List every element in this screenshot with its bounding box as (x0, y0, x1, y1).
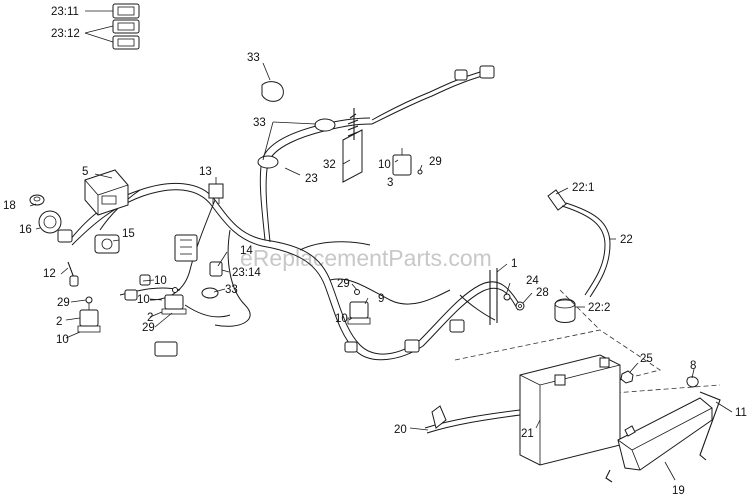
battery-cable (547, 189, 611, 298)
label-25: 25 (640, 353, 653, 365)
wiring-harness (69, 71, 521, 361)
label-23: 23 (305, 173, 318, 185)
key-cap (29, 194, 45, 206)
label-23-14: 23:14 (232, 267, 261, 279)
posts (489, 268, 498, 325)
label-19: 19 (672, 485, 685, 497)
label-24: 24 (526, 275, 539, 287)
label-8: 8 (690, 360, 696, 372)
label-10-a: 10 (56, 334, 69, 346)
leader-lines (29, 62, 733, 481)
label-33-low: 33 (225, 284, 238, 296)
plug-connector (154, 341, 178, 357)
switch-assembly (94, 234, 120, 254)
label-11: 11 (735, 407, 747, 419)
harness-connector-top (454, 65, 495, 81)
callout-labels: 23:11 23:12 33 33 33 5 13 18 16 15 12 29… (3, 6, 747, 497)
label-10-b: 10 (137, 294, 150, 306)
clip (686, 376, 699, 388)
label-15: 15 (122, 228, 135, 240)
switch-9 (347, 289, 371, 325)
label-9: 9 (378, 293, 384, 305)
label-10-e: 10 (335, 313, 348, 325)
label-22-2: 22:2 (588, 302, 610, 314)
watermark-text: eReplacementParts.com (240, 245, 492, 271)
label-16: 16 (19, 224, 32, 236)
label-23-11: 23:11 (51, 6, 79, 18)
terminal-boot (554, 298, 576, 323)
label-1: 1 (511, 258, 517, 270)
label-21: 21 (521, 428, 534, 440)
label-23-12: 23:12 (51, 28, 80, 40)
nut (620, 370, 634, 384)
label-22-1: 22:1 (572, 182, 594, 194)
label-10-d: 10 (378, 159, 391, 171)
label-20: 20 (394, 424, 407, 436)
connector-inset (84, 3, 140, 50)
label-2-a: 2 (56, 316, 62, 328)
fasteners (503, 293, 525, 311)
label-29-b: 29 (142, 322, 155, 334)
sensor (67, 261, 79, 287)
label-14: 14 (240, 245, 253, 257)
label-29-a: 29 (57, 297, 70, 309)
retainer-rod (605, 391, 721, 483)
label-29-d: 29 (337, 278, 350, 290)
brake-switch (161, 287, 187, 315)
label-32: 32 (323, 159, 336, 171)
fuse-block (174, 234, 198, 262)
harness-connectors (344, 319, 465, 353)
switch-bracket (342, 108, 363, 183)
interlock-switch (392, 148, 423, 176)
connector-14 (209, 261, 223, 277)
label-33-top: 33 (247, 52, 260, 64)
label-18: 18 (3, 200, 16, 212)
connector-10b (124, 274, 151, 301)
label-12: 12 (43, 268, 56, 280)
label-5: 5 (82, 166, 88, 178)
controller-module (84, 169, 129, 216)
ignition-switch (38, 210, 73, 243)
label-10-c: 10 (154, 275, 167, 287)
battery (519, 354, 621, 466)
label-29-c: 29 (429, 156, 442, 168)
label-22: 22 (620, 234, 633, 246)
ground-cable (424, 405, 521, 434)
seat-switch (77, 296, 101, 333)
battery-cover (617, 397, 713, 471)
label-2-b: 2 (147, 312, 153, 324)
label-13: 13 (199, 166, 212, 178)
label-33-mid: 33 (253, 117, 266, 129)
label-28: 28 (536, 287, 549, 299)
label-3: 3 (387, 177, 393, 189)
